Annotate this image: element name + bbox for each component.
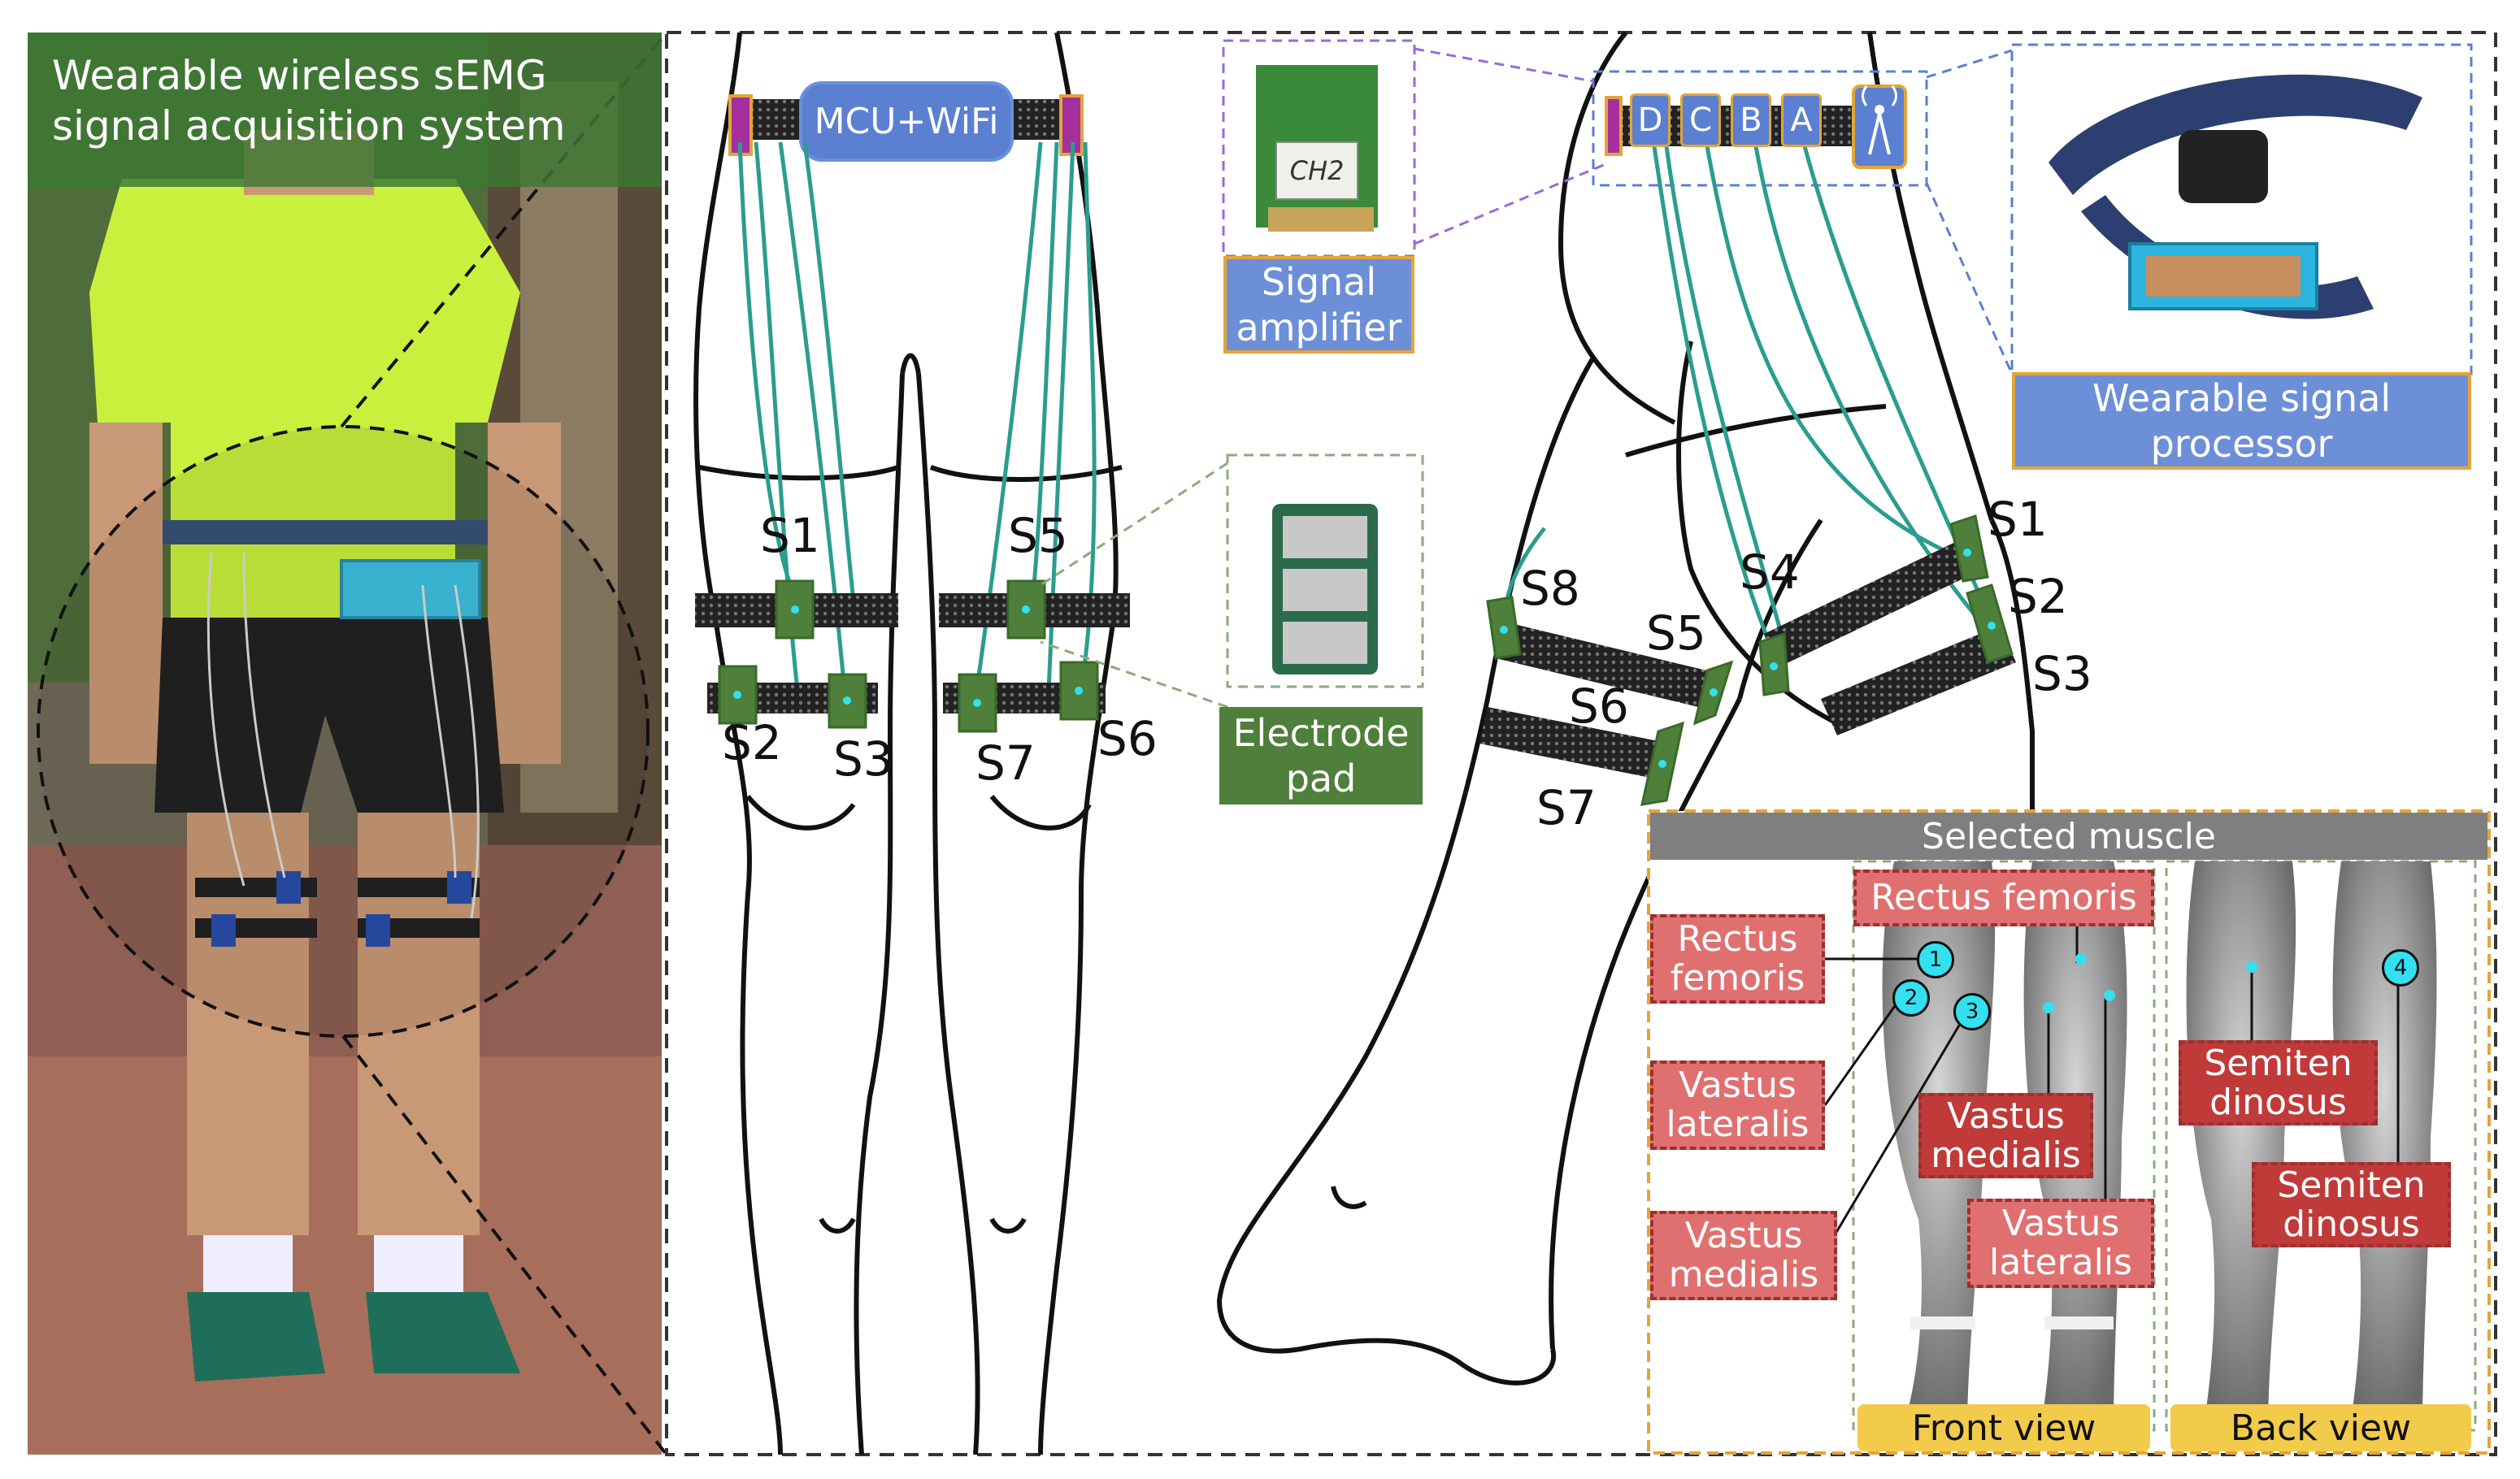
side-sensor-s1: S1	[1988, 492, 2048, 547]
photo-title: Wearable wireless sEMG signal acquisitio…	[28, 33, 662, 187]
front-sensor-s2: S2	[722, 715, 782, 770]
amplifier-chip-label: CH2	[1289, 155, 1345, 186]
signal-amplifier-label: Signal amplifier	[1223, 256, 1414, 353]
signal-processor-label: Wearable signal processor	[2012, 372, 2471, 470]
front-sensor-s1: S1	[760, 508, 820, 563]
label-vastus-lateralis-left: Vastus lateralis	[1650, 1060, 1825, 1150]
side-sensor-s4: S4	[1740, 544, 1800, 600]
side-sensor-s8: S8	[1520, 561, 1580, 616]
electrode-pad-label: Electrode pad	[1219, 707, 1423, 805]
front-belt	[728, 81, 1084, 162]
channel-chip-c: C	[1680, 93, 1721, 147]
electrode-pad-inset	[1040, 453, 1424, 709]
label-rectus-femoris-top: Rectus femoris	[1853, 870, 2154, 926]
front-electrode-dots	[733, 605, 1083, 707]
photo-title-line2: signal acquisition system	[52, 102, 566, 150]
selected-muscle-header: Selected muscle	[1650, 813, 2487, 860]
amplifier-inset	[1222, 39, 1610, 258]
back-view-label: Back view	[2170, 1404, 2471, 1451]
marker-2: 2	[1892, 979, 1930, 1017]
front-electrodes	[718, 579, 1099, 733]
label-semitendinosus-2: Semiten dinosus	[2252, 1162, 2451, 1247]
side-sensor-s3: S3	[2032, 646, 2092, 701]
label-vastus-lateralis-mid: Vastus lateralis	[1967, 1199, 2154, 1288]
front-sensor-s5: S5	[1008, 508, 1068, 563]
side-sensor-s6: S6	[1569, 679, 1629, 734]
label-semitendinosus-1: Semiten dinosus	[2179, 1040, 2378, 1126]
side-sensor-s2: S2	[2008, 569, 2068, 624]
channel-chip-a: A	[1781, 93, 1822, 147]
front-view-label: Front view	[1857, 1404, 2150, 1451]
side-sensor-s7: S7	[1536, 780, 1597, 835]
side-electrode-dots	[1500, 549, 1996, 768]
channel-chip-b: B	[1731, 93, 1771, 147]
side-sensor-s5: S5	[1646, 605, 1706, 661]
front-sensor-s6: S6	[1097, 711, 1158, 766]
front-sensor-s7: S7	[975, 735, 1036, 791]
front-legs-diagram	[693, 32, 1123, 1455]
mcu-wifi-label: MCU+WiFi	[814, 100, 999, 142]
marker-3: 3	[1953, 993, 1991, 1030]
photo-title-line1: Wearable wireless sEMG	[52, 52, 547, 99]
marker-4: 4	[2382, 949, 2419, 987]
label-rectus-femoris-left: Rectus femoris	[1650, 914, 1825, 1004]
processor-inset	[1925, 43, 2473, 375]
marker-1: 1	[1917, 941, 1954, 978]
main-frame	[665, 31, 2497, 1456]
front-sensor-s3: S3	[833, 731, 893, 787]
side-straps	[1479, 536, 2016, 780]
label-vastus-medialis-left: Vastus medialis	[1650, 1211, 1837, 1300]
channel-chip-d: D	[1630, 93, 1671, 147]
label-vastus-medialis-mid: Vastus medialis	[1918, 1093, 2093, 1178]
photo-panel	[28, 31, 668, 1456]
